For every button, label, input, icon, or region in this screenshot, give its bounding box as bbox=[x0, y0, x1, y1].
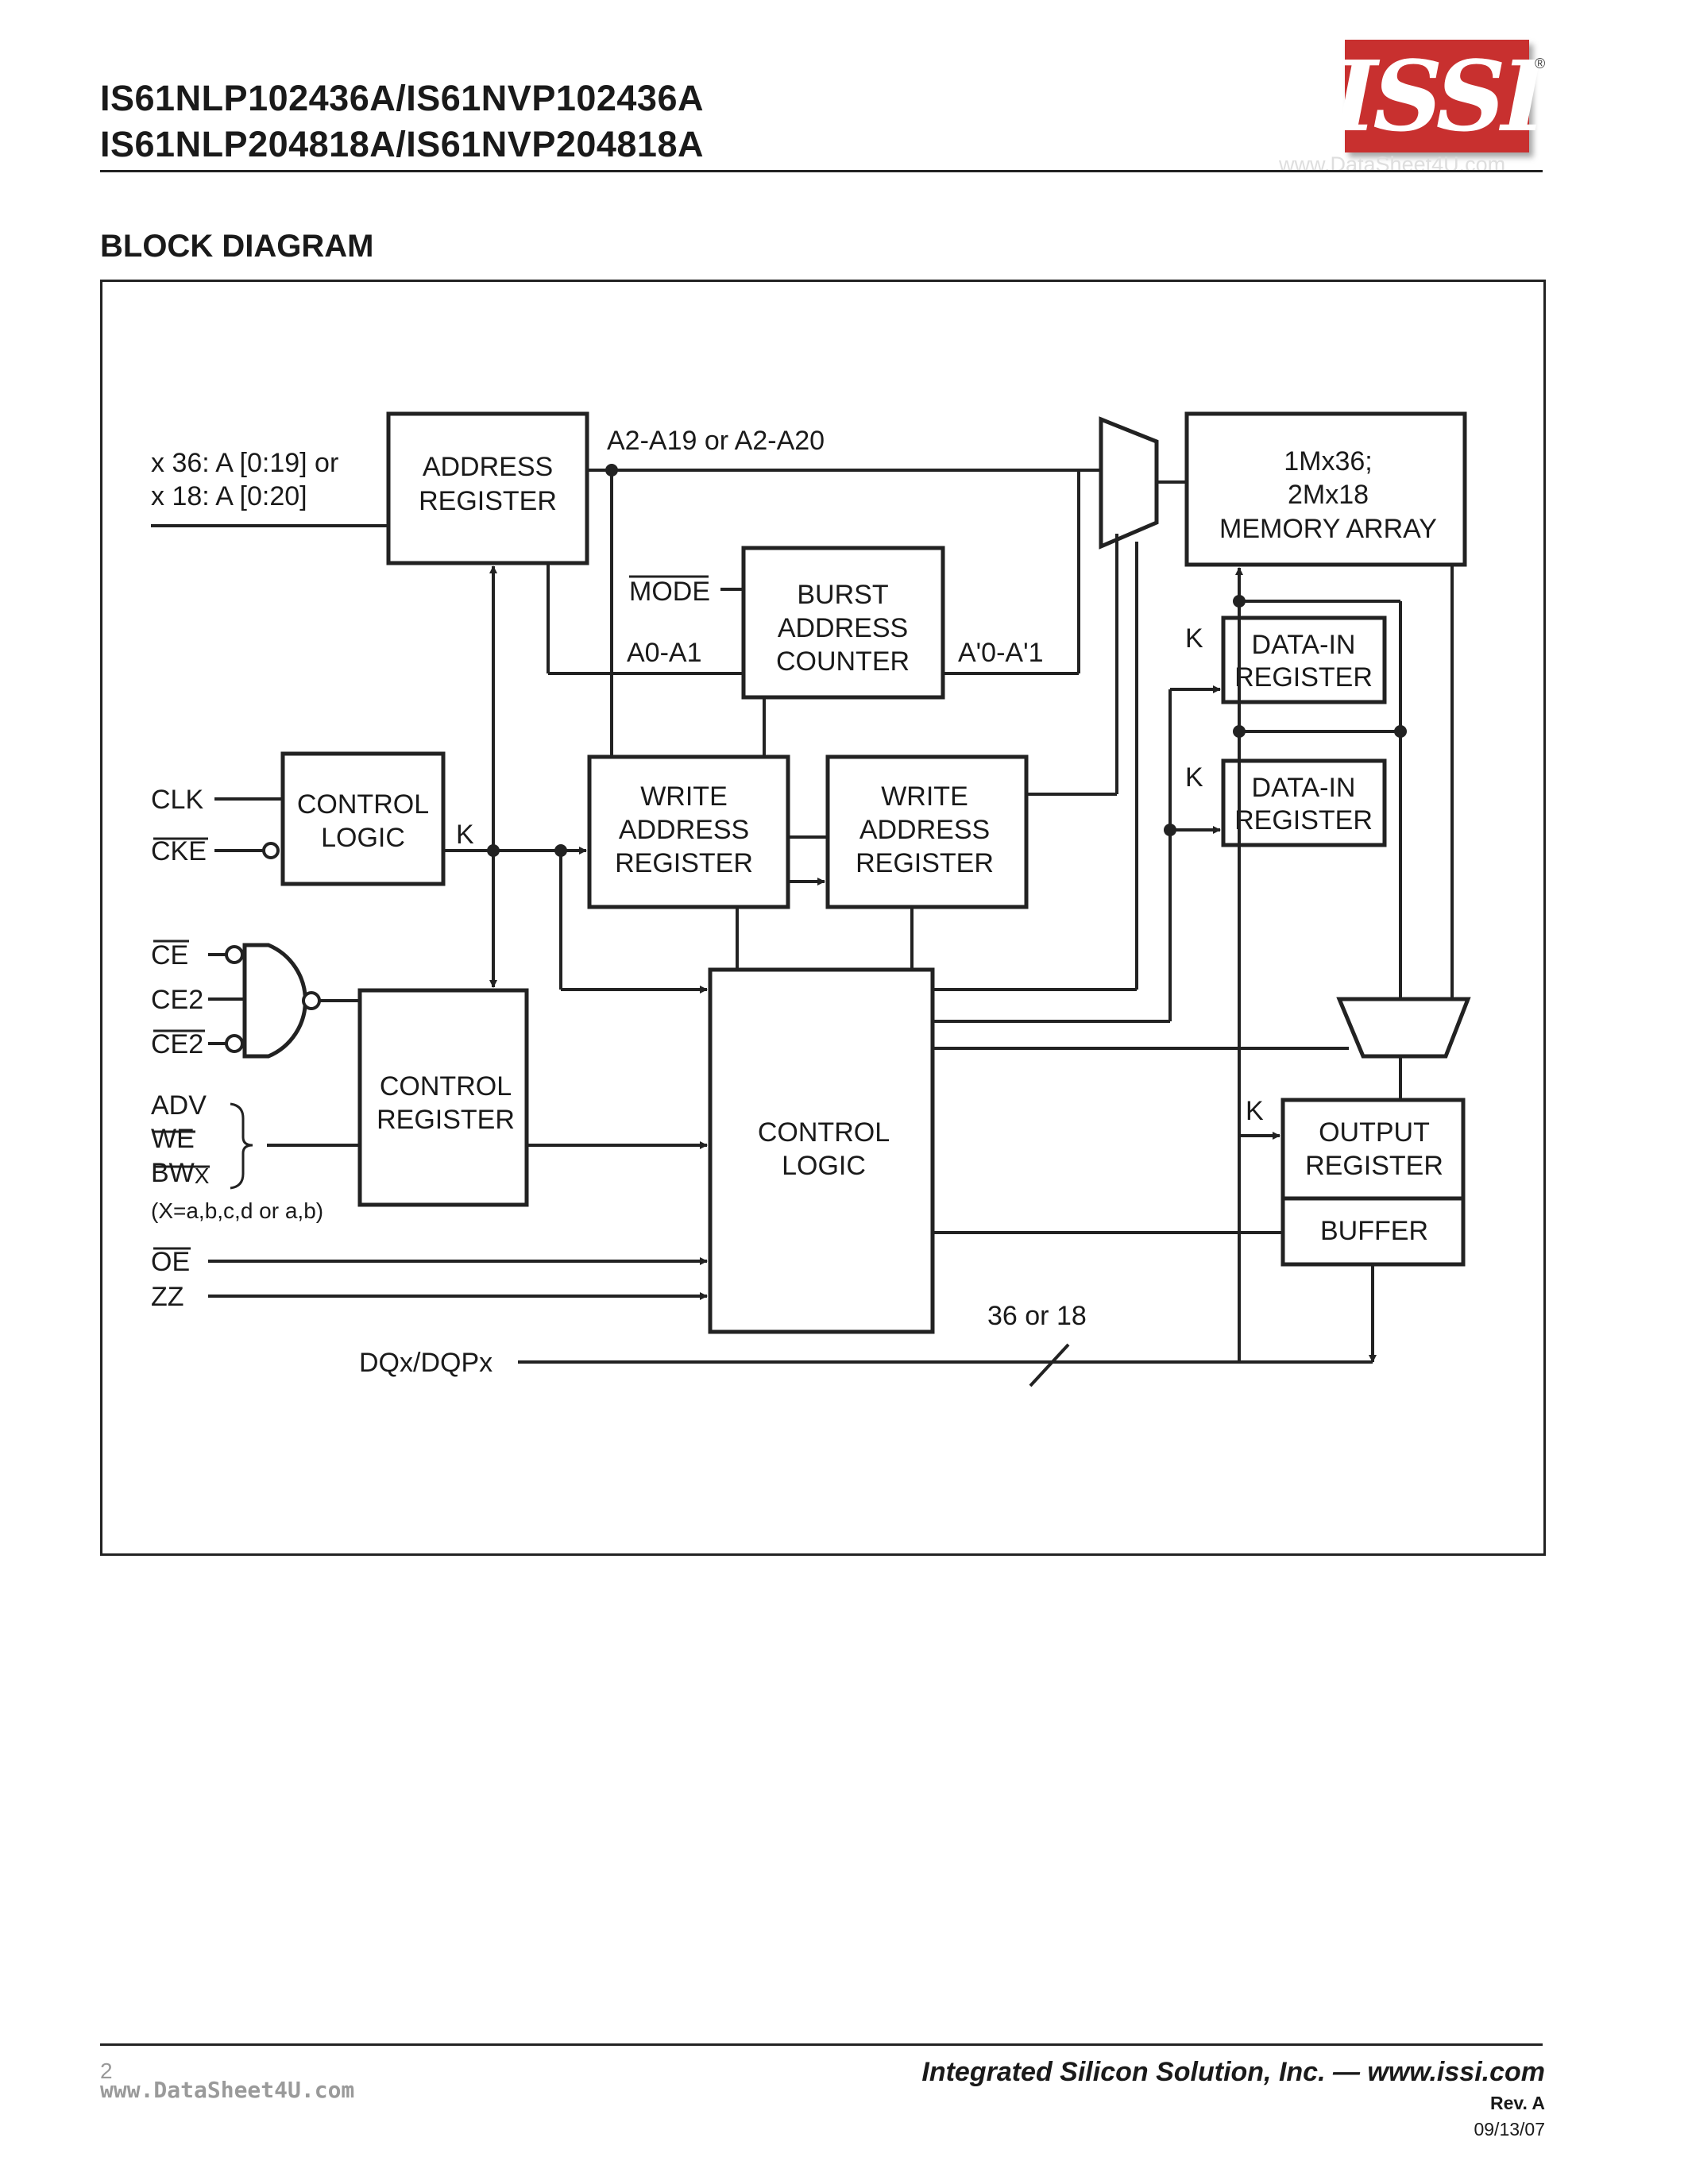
footer-rule bbox=[100, 2043, 1543, 2046]
section-title: BLOCK DIAGRAM bbox=[100, 229, 374, 264]
svg-text:2Mx18: 2Mx18 bbox=[1288, 480, 1369, 510]
burst-address-counter-block: BURST ADDRESS COUNTER bbox=[741, 546, 945, 700]
address-mux bbox=[1099, 416, 1159, 550]
a0-a1-label: A0-A1 bbox=[627, 638, 702, 668]
output-mux bbox=[1336, 997, 1471, 1059]
data-in-register-1: DATA-IN REGISTER bbox=[1221, 615, 1387, 704]
svg-text:REGISTER: REGISTER bbox=[377, 1105, 515, 1135]
we-label: WE bbox=[151, 1124, 195, 1154]
svg-text:CONTROL: CONTROL bbox=[758, 1117, 890, 1148]
k-label-datain-2: K bbox=[1185, 762, 1203, 793]
dq-label: DQx/DQPx bbox=[359, 1348, 492, 1378]
inversion-bubbles bbox=[225, 842, 321, 1053]
svg-text:1Mx36;: 1Mx36; bbox=[1284, 446, 1373, 477]
svg-text:CONTROL: CONTROL bbox=[380, 1071, 512, 1102]
ce2-bar-label: CE2 bbox=[151, 1029, 203, 1059]
block-diagram-frame bbox=[100, 280, 1546, 1556]
address-register-block: ADDRESS REGISTER bbox=[386, 411, 589, 565]
a0-a1-prime-label: A'0-A'1 bbox=[958, 638, 1043, 668]
revision: Rev. A bbox=[1489, 2093, 1545, 2113]
junction-dots bbox=[487, 464, 1407, 857]
oe-label: OE bbox=[151, 1247, 190, 1277]
data-in-register-2: DATA-IN REGISTER bbox=[1221, 758, 1387, 847]
svg-text:ADDRESS: ADDRESS bbox=[619, 815, 749, 845]
address-bus-label: A2-A19 or A2-A20 bbox=[607, 426, 825, 456]
registered-mark: ® bbox=[1535, 56, 1546, 71]
k-label-output: K bbox=[1246, 1096, 1264, 1126]
svg-text:MEMORY ARRAY: MEMORY ARRAY bbox=[1219, 514, 1437, 544]
svg-text:ADDRESS: ADDRESS bbox=[778, 613, 908, 643]
cke-label: CKE bbox=[151, 836, 207, 866]
adv-label: ADV bbox=[151, 1090, 207, 1121]
header-rule bbox=[100, 170, 1543, 172]
svg-text:DATA-IN: DATA-IN bbox=[1252, 773, 1356, 803]
overbars bbox=[153, 575, 709, 1250]
memory-array-block: 1Mx36; 2Mx18 MEMORY ARRAY bbox=[1184, 411, 1467, 567]
footer-watermark: www.DataSheet4U.com bbox=[100, 2077, 355, 2103]
svg-text:ADDRESS: ADDRESS bbox=[423, 452, 553, 482]
k-label-control: K bbox=[456, 820, 474, 850]
svg-text:REGISTER: REGISTER bbox=[1305, 1151, 1443, 1181]
issi-logo: ISSI bbox=[1332, 40, 1547, 152]
svg-text:REGISTER: REGISTER bbox=[1234, 662, 1373, 693]
k-label-datain-1: K bbox=[1185, 623, 1203, 654]
bwx-note: (X=a,b,c,d or a,b) bbox=[151, 1198, 323, 1223]
control-logic-main-block: CONTROL LOGIC bbox=[708, 967, 935, 1334]
svg-text:REGISTER: REGISTER bbox=[856, 848, 994, 878]
svg-text:LOGIC: LOGIC bbox=[321, 823, 405, 853]
svg-text:OUTPUT: OUTPUT bbox=[1319, 1117, 1430, 1148]
ce2-label: CE2 bbox=[151, 985, 203, 1015]
svg-text:COUNTER: COUNTER bbox=[776, 646, 910, 677]
svg-text:BURST: BURST bbox=[797, 580, 888, 610]
company-footer: Integrated Silicon Solution, Inc. — www.… bbox=[921, 2057, 1545, 2087]
header-watermark: www.DataSheet4U.com bbox=[1279, 152, 1506, 176]
svg-text:WRITE: WRITE bbox=[881, 781, 968, 812]
svg-text:REGISTER: REGISTER bbox=[419, 486, 557, 516]
svg-text:ADDRESS: ADDRESS bbox=[859, 815, 990, 845]
mode-label: MODE bbox=[629, 577, 710, 607]
svg-text:WRITE: WRITE bbox=[640, 781, 728, 812]
address-input-label-2: x 18: A [0:20] bbox=[151, 481, 307, 511]
svg-text:CONTROL: CONTROL bbox=[297, 789, 429, 820]
chip-enable-nand-gate bbox=[242, 943, 307, 1059]
zz-label: ZZ bbox=[151, 1282, 184, 1312]
document-title-line-2: IS61NLP204818A/IS61NVP204818A bbox=[100, 124, 704, 164]
svg-text:BUFFER: BUFFER bbox=[1320, 1216, 1428, 1246]
logo-text: ISSI bbox=[1332, 39, 1547, 153]
address-input-label-1: x 36: A [0:19] or bbox=[151, 448, 338, 478]
output-register-block: OUTPUT REGISTER bbox=[1280, 1098, 1466, 1201]
document-title-line-1: IS61NLP102436A/IS61NVP102436A bbox=[100, 78, 704, 118]
control-logic-small-block: CONTROL LOGIC bbox=[280, 751, 446, 886]
svg-text:REGISTER: REGISTER bbox=[1234, 805, 1373, 835]
write-address-register-2: WRITE ADDRESS REGISTER bbox=[825, 754, 1029, 909]
buffer-block: BUFFER bbox=[1280, 1196, 1466, 1267]
revision-date: 09/13/07 bbox=[1474, 2119, 1545, 2140]
svg-text:DATA-IN: DATA-IN bbox=[1252, 630, 1356, 660]
control-register-block: CONTROL REGISTER bbox=[357, 988, 529, 1207]
diagram-wires bbox=[151, 469, 1454, 1387]
bwx-label: BWX bbox=[151, 1158, 210, 1188]
svg-text:LOGIC: LOGIC bbox=[782, 1151, 866, 1181]
write-address-register-1: WRITE ADDRESS REGISTER bbox=[587, 754, 790, 909]
bus-width-label: 36 or 18 bbox=[987, 1301, 1087, 1331]
svg-text:REGISTER: REGISTER bbox=[615, 848, 753, 878]
ce-label: CE bbox=[151, 940, 188, 970]
page-number: 2 bbox=[100, 2059, 113, 2083]
clk-label: CLK bbox=[151, 785, 203, 815]
